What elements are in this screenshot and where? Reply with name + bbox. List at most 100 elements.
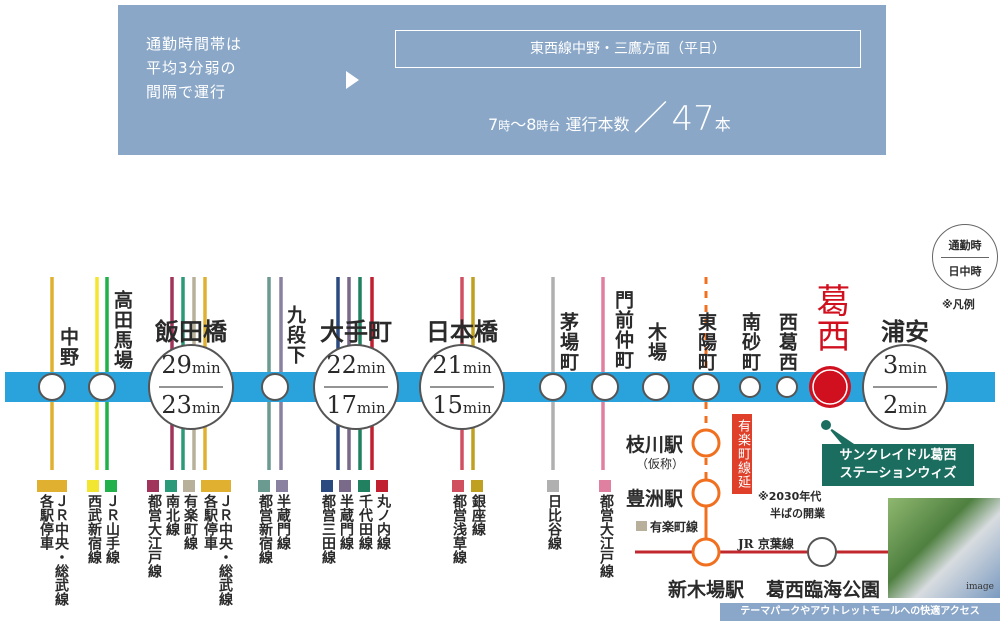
service-frequency-panel: 通勤時間帯は 平均3分弱の 間隔で運行 東西線中野・三鷹方面（平日） 7時〜8時… <box>118 5 886 155</box>
shinkiba-label: 新木場駅 <box>668 579 745 601</box>
play-arrow-icon <box>346 71 359 89</box>
station-circle <box>88 373 116 401</box>
edagawa-label: 枝川駅 <box>626 434 684 456</box>
toyosu-label: 豊洲駅 <box>626 488 684 510</box>
yurakucho-extension-label: 有楽町線延伸 <box>715 414 752 494</box>
station-circle <box>692 373 720 401</box>
opening-note: ※2030年代 半ばの開業 <box>758 488 825 522</box>
transfer-line-label: 千代田線 <box>357 494 373 550</box>
kasai-rinkai-station <box>807 537 837 567</box>
interval-text: 通勤時間帯は 平均3分弱の 間隔で運行 <box>146 32 242 104</box>
transfer-line-label: 有楽町線 <box>182 494 198 550</box>
callout-pointer <box>826 425 860 448</box>
edagawa-note: （仮称） <box>636 457 685 471</box>
station-name: 茅場町 <box>557 312 579 372</box>
station-circle <box>591 373 619 401</box>
time-unit: 時 <box>498 119 511 133</box>
property-callout: サンクレイドル葛西 ステーションウィズ <box>822 444 974 486</box>
transfer-line-label: ＪＲ中央・総武線 各駅停車 <box>38 494 69 606</box>
slash: ／ <box>633 99 668 139</box>
line-color-swatch <box>471 480 483 492</box>
station-name: 門前仲町 <box>612 290 634 370</box>
transfer-line-label: 西武新宿線 <box>86 494 102 564</box>
unit: min <box>356 399 386 417</box>
line-color-swatch <box>452 480 464 492</box>
callout-line: ステーションウィズ <box>839 466 957 481</box>
interval-line: 通勤時間帯は <box>146 35 243 53</box>
transfer-line-label: 都営三田線 <box>320 494 336 564</box>
line-color-swatch <box>339 480 351 492</box>
line-color-swatch <box>376 480 388 492</box>
rush-time: 3min <box>883 351 927 379</box>
interval-line: 平均3分弱の <box>146 59 237 77</box>
interval-line: 間隔で運行 <box>146 83 227 101</box>
callout-line: サンクレイドル葛西 <box>839 448 957 463</box>
couple-photo: image <box>888 498 1000 598</box>
legend-daytime: 日中時 <box>948 265 982 278</box>
transfer-line-label: 半蔵門線 <box>338 494 354 550</box>
line-color-swatch <box>87 480 99 492</box>
station-circle <box>776 376 798 398</box>
station-name: 西葛西 <box>776 312 798 372</box>
line-color-swatch <box>201 480 231 492</box>
line-color-swatch <box>276 480 288 492</box>
daytime-time: 2min <box>883 391 927 419</box>
unit: min <box>462 359 492 377</box>
station-name: 飯田橋 <box>155 317 227 346</box>
transfer-line-label: 半蔵門線 <box>275 494 291 550</box>
line-color-swatch <box>547 480 559 492</box>
photo-caption: image <box>966 582 994 592</box>
transfer-line-label: ＪＲ中央・総武線 各駅停車 <box>202 494 233 606</box>
daytime-time: 17min <box>326 391 386 419</box>
count-value: 47 <box>671 99 715 139</box>
kasai-rinkai-label: 葛西臨海公園 <box>766 579 881 601</box>
yurakucho-legend-label: 有楽町線 <box>650 520 699 534</box>
line-color-swatch <box>37 480 67 492</box>
station-name: 高田馬場 <box>111 290 133 370</box>
home-station-name: 葛西 <box>810 283 850 353</box>
daytime-time: 15min <box>432 391 492 419</box>
station-circle <box>539 373 567 401</box>
daytime-time: 23min <box>161 391 221 419</box>
station-name: 南砂町 <box>739 312 761 372</box>
rush-time: 22min <box>326 351 386 379</box>
station-circle <box>38 373 66 401</box>
station-name: 中野 <box>57 327 79 367</box>
shinkiba-station <box>691 537 721 567</box>
transfer-line-label: 銀座線 <box>470 494 486 536</box>
line-color-swatch <box>258 480 270 492</box>
unit: min <box>191 399 221 417</box>
station-name: 東陽町 <box>695 312 717 372</box>
legend-note: ※凡例 <box>942 298 975 311</box>
home-station-ring <box>812 369 848 405</box>
line-color-swatch <box>599 480 611 492</box>
station-circle <box>739 376 761 398</box>
rush-time: 21min <box>432 351 492 379</box>
transfer-line-label: 丸ノ内線 <box>375 494 391 550</box>
count-label: 運行本数 <box>565 115 630 134</box>
legend-divider <box>941 257 989 258</box>
station-name: 浦安 <box>881 317 929 346</box>
station-name: 大手町 <box>320 317 392 346</box>
tilde: 〜 <box>510 115 527 134</box>
line-color-swatch <box>105 480 117 492</box>
yurakucho-legend-square <box>636 521 647 531</box>
time-suffix: 時台 <box>536 119 561 133</box>
unit: min <box>462 399 492 417</box>
line-color-swatch <box>358 480 370 492</box>
access-banner: テーマパークやアウトレットモールへの快適アクセス <box>720 603 1000 621</box>
station-circle <box>642 373 670 401</box>
transfer-line-label: 都営大江戸線 <box>598 494 614 578</box>
edagawa-station <box>691 428 721 458</box>
opening-note-line: 半ばの開業 <box>770 507 825 520</box>
direction-label: 東西線中野・三鷹方面（平日） <box>395 30 861 68</box>
opening-note-line: ※2030年代 <box>758 490 822 503</box>
transfer-line-label: 都営新宿線 <box>257 494 273 564</box>
time-from: 7 <box>488 115 499 134</box>
transfer-line-label: 都営浅草線 <box>451 494 467 564</box>
line-color-swatch <box>147 480 159 492</box>
transfer-line-label: ＪＲ山手線 <box>104 494 120 564</box>
line-color-swatch <box>321 480 333 492</box>
station-name: 九段下 <box>284 305 306 365</box>
legend-circle: 通勤時 日中時 <box>932 224 998 290</box>
